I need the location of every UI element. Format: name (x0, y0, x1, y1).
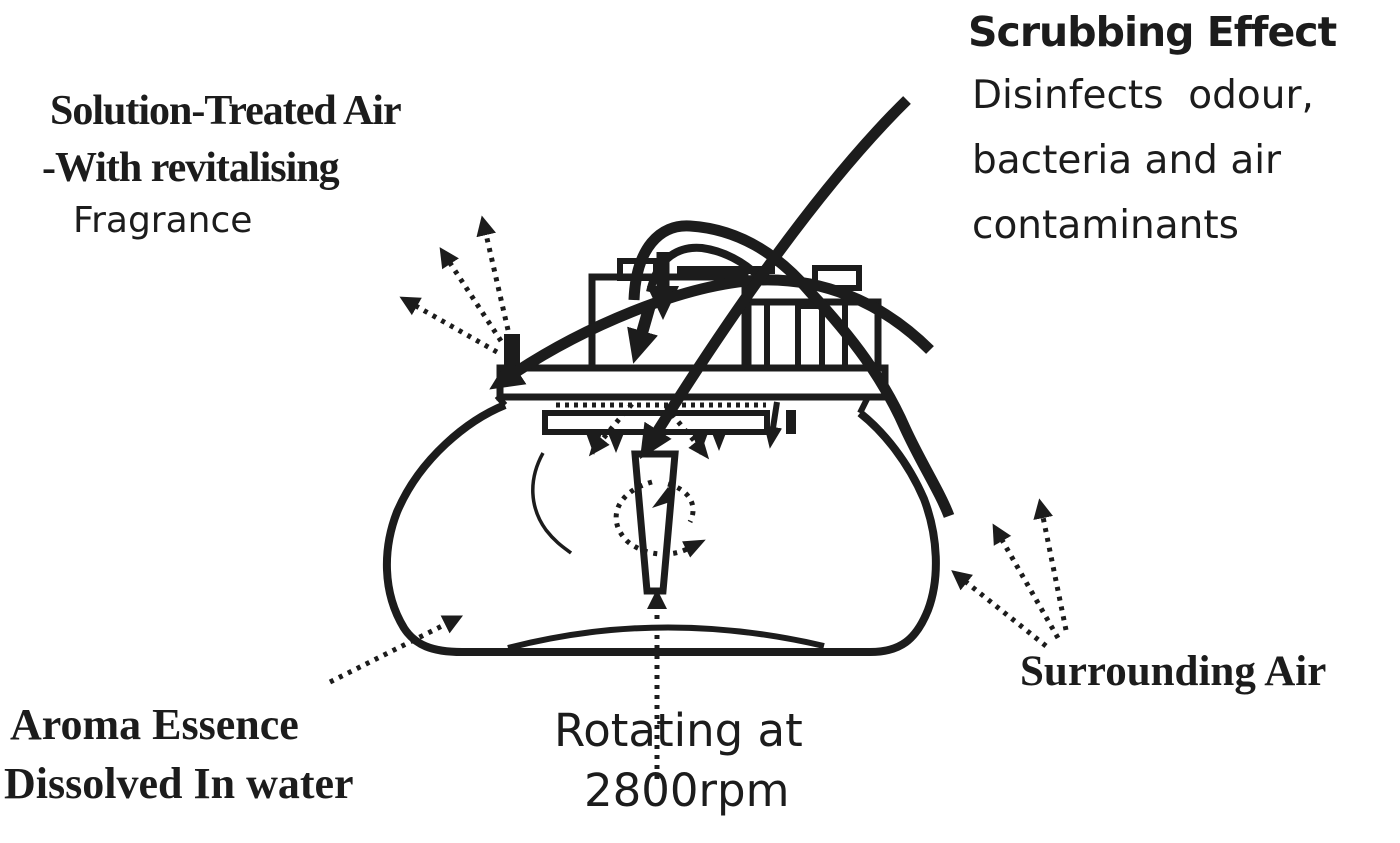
label-scrubbing-line3: contaminants (972, 203, 1239, 248)
treated-air-arrow (439, 247, 504, 343)
water-surface-line (531, 452, 573, 555)
spray-tooth (586, 433, 602, 455)
spray-tooth (608, 433, 624, 453)
label-fragrance: Fragrance (73, 200, 253, 241)
intake-tube-arch (628, 220, 955, 518)
spray-tooth (712, 433, 726, 451)
aroma-leader-arrow (328, 615, 463, 685)
treated-air-arrows (399, 215, 511, 355)
rotation-swirl-arrow (613, 479, 706, 558)
label-solution-treated-air: Solution-Treated Air (50, 88, 402, 134)
surrounding-air-arrow (1033, 498, 1069, 631)
surrounding-air-arrow (992, 523, 1061, 640)
spindle-detail (652, 487, 673, 508)
rotating-spindle (613, 450, 706, 595)
motor-housing (588, 220, 955, 518)
label-scrubbing-effect-title: Scrubbing Effect (968, 8, 1337, 56)
label-scrubbing-line1: Disinfects odour, (972, 73, 1314, 118)
scrubbing-leader-arrow (639, 96, 911, 460)
spindle-cone (631, 450, 679, 595)
spray-tooth (692, 433, 708, 455)
down-arrow-right-end (764, 401, 783, 449)
treated-air-arrow (476, 215, 511, 331)
label-dissolved-in-water: Dissolved In water (4, 759, 354, 808)
bowl-inner-base (507, 624, 825, 651)
label-aroma-essence: Aroma Essence (10, 700, 299, 749)
label-scrubbing-line2: bacteria and air (972, 138, 1282, 183)
surrounding-air-arrow (951, 570, 1048, 648)
surrounding-air-arrows (951, 498, 1069, 648)
label-rotating-speed: 2800rpm (584, 764, 790, 817)
mist-arrow-left (588, 402, 634, 457)
lid-left-tab (504, 334, 520, 368)
label-rotating-at: Rotating at (554, 704, 803, 757)
bowl-outline (382, 401, 940, 656)
label-with-revitalising: -With revitalising (42, 145, 340, 191)
motor-vent-slat (795, 303, 825, 371)
label-surrounding-air: Surrounding Air (1020, 648, 1327, 695)
spray-plate-stub (786, 410, 796, 434)
water-bowl (382, 394, 940, 656)
